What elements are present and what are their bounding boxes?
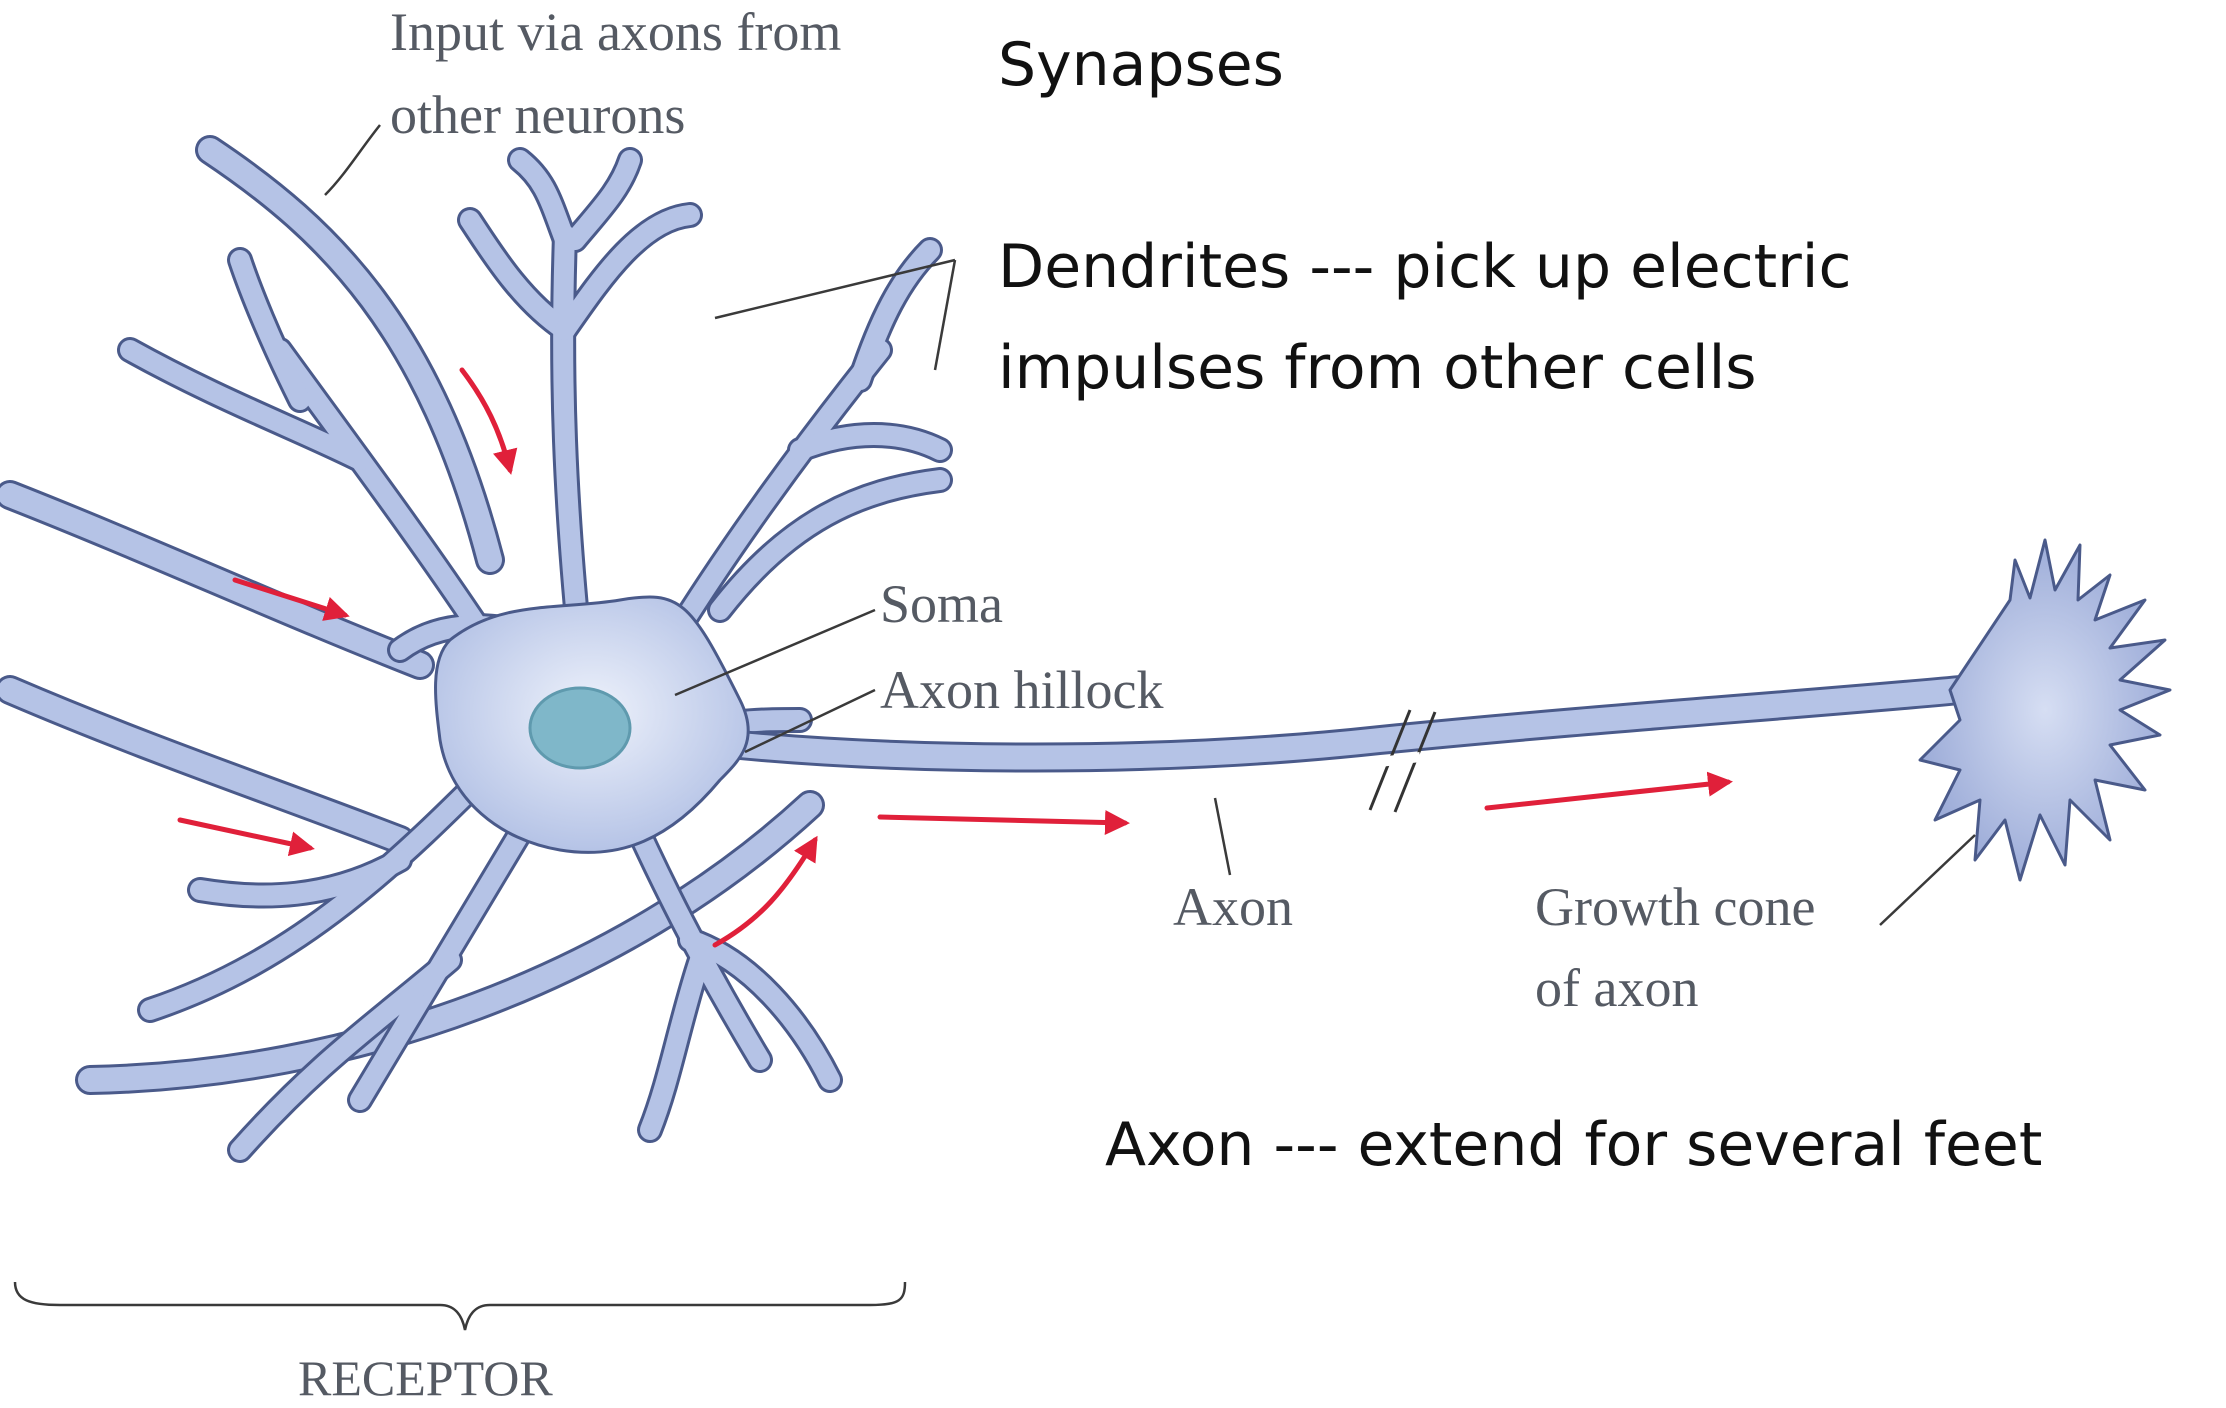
dendrites-label-line2: impulses from other cells — [998, 333, 1757, 403]
signal-arrow — [180, 820, 310, 848]
growth-cone-label-line2: of axon — [1535, 958, 1698, 1018]
input-axons-label-line1: Input via axons from — [390, 2, 841, 62]
signal-arrow — [1487, 782, 1728, 808]
receptor-label: RECEPTOR — [298, 1350, 553, 1406]
axon-label: Axon — [1173, 877, 1293, 937]
dendrites-label-line1: Dendrites --- pick up electric — [998, 232, 1851, 302]
input-axons-label-line2: other neurons — [390, 85, 685, 145]
growth-cone — [1920, 540, 2170, 880]
growth-cone-label-line1: Growth cone — [1535, 877, 1815, 937]
soma-label: Soma — [880, 574, 1003, 634]
axon-note: Axon --- extend for several feet — [1105, 1110, 2042, 1180]
nucleus — [530, 688, 630, 768]
axon-hillock-label: Axon hillock — [880, 660, 1163, 720]
synapses-label: Synapses — [998, 30, 1284, 100]
signal-arrow — [880, 817, 1125, 823]
